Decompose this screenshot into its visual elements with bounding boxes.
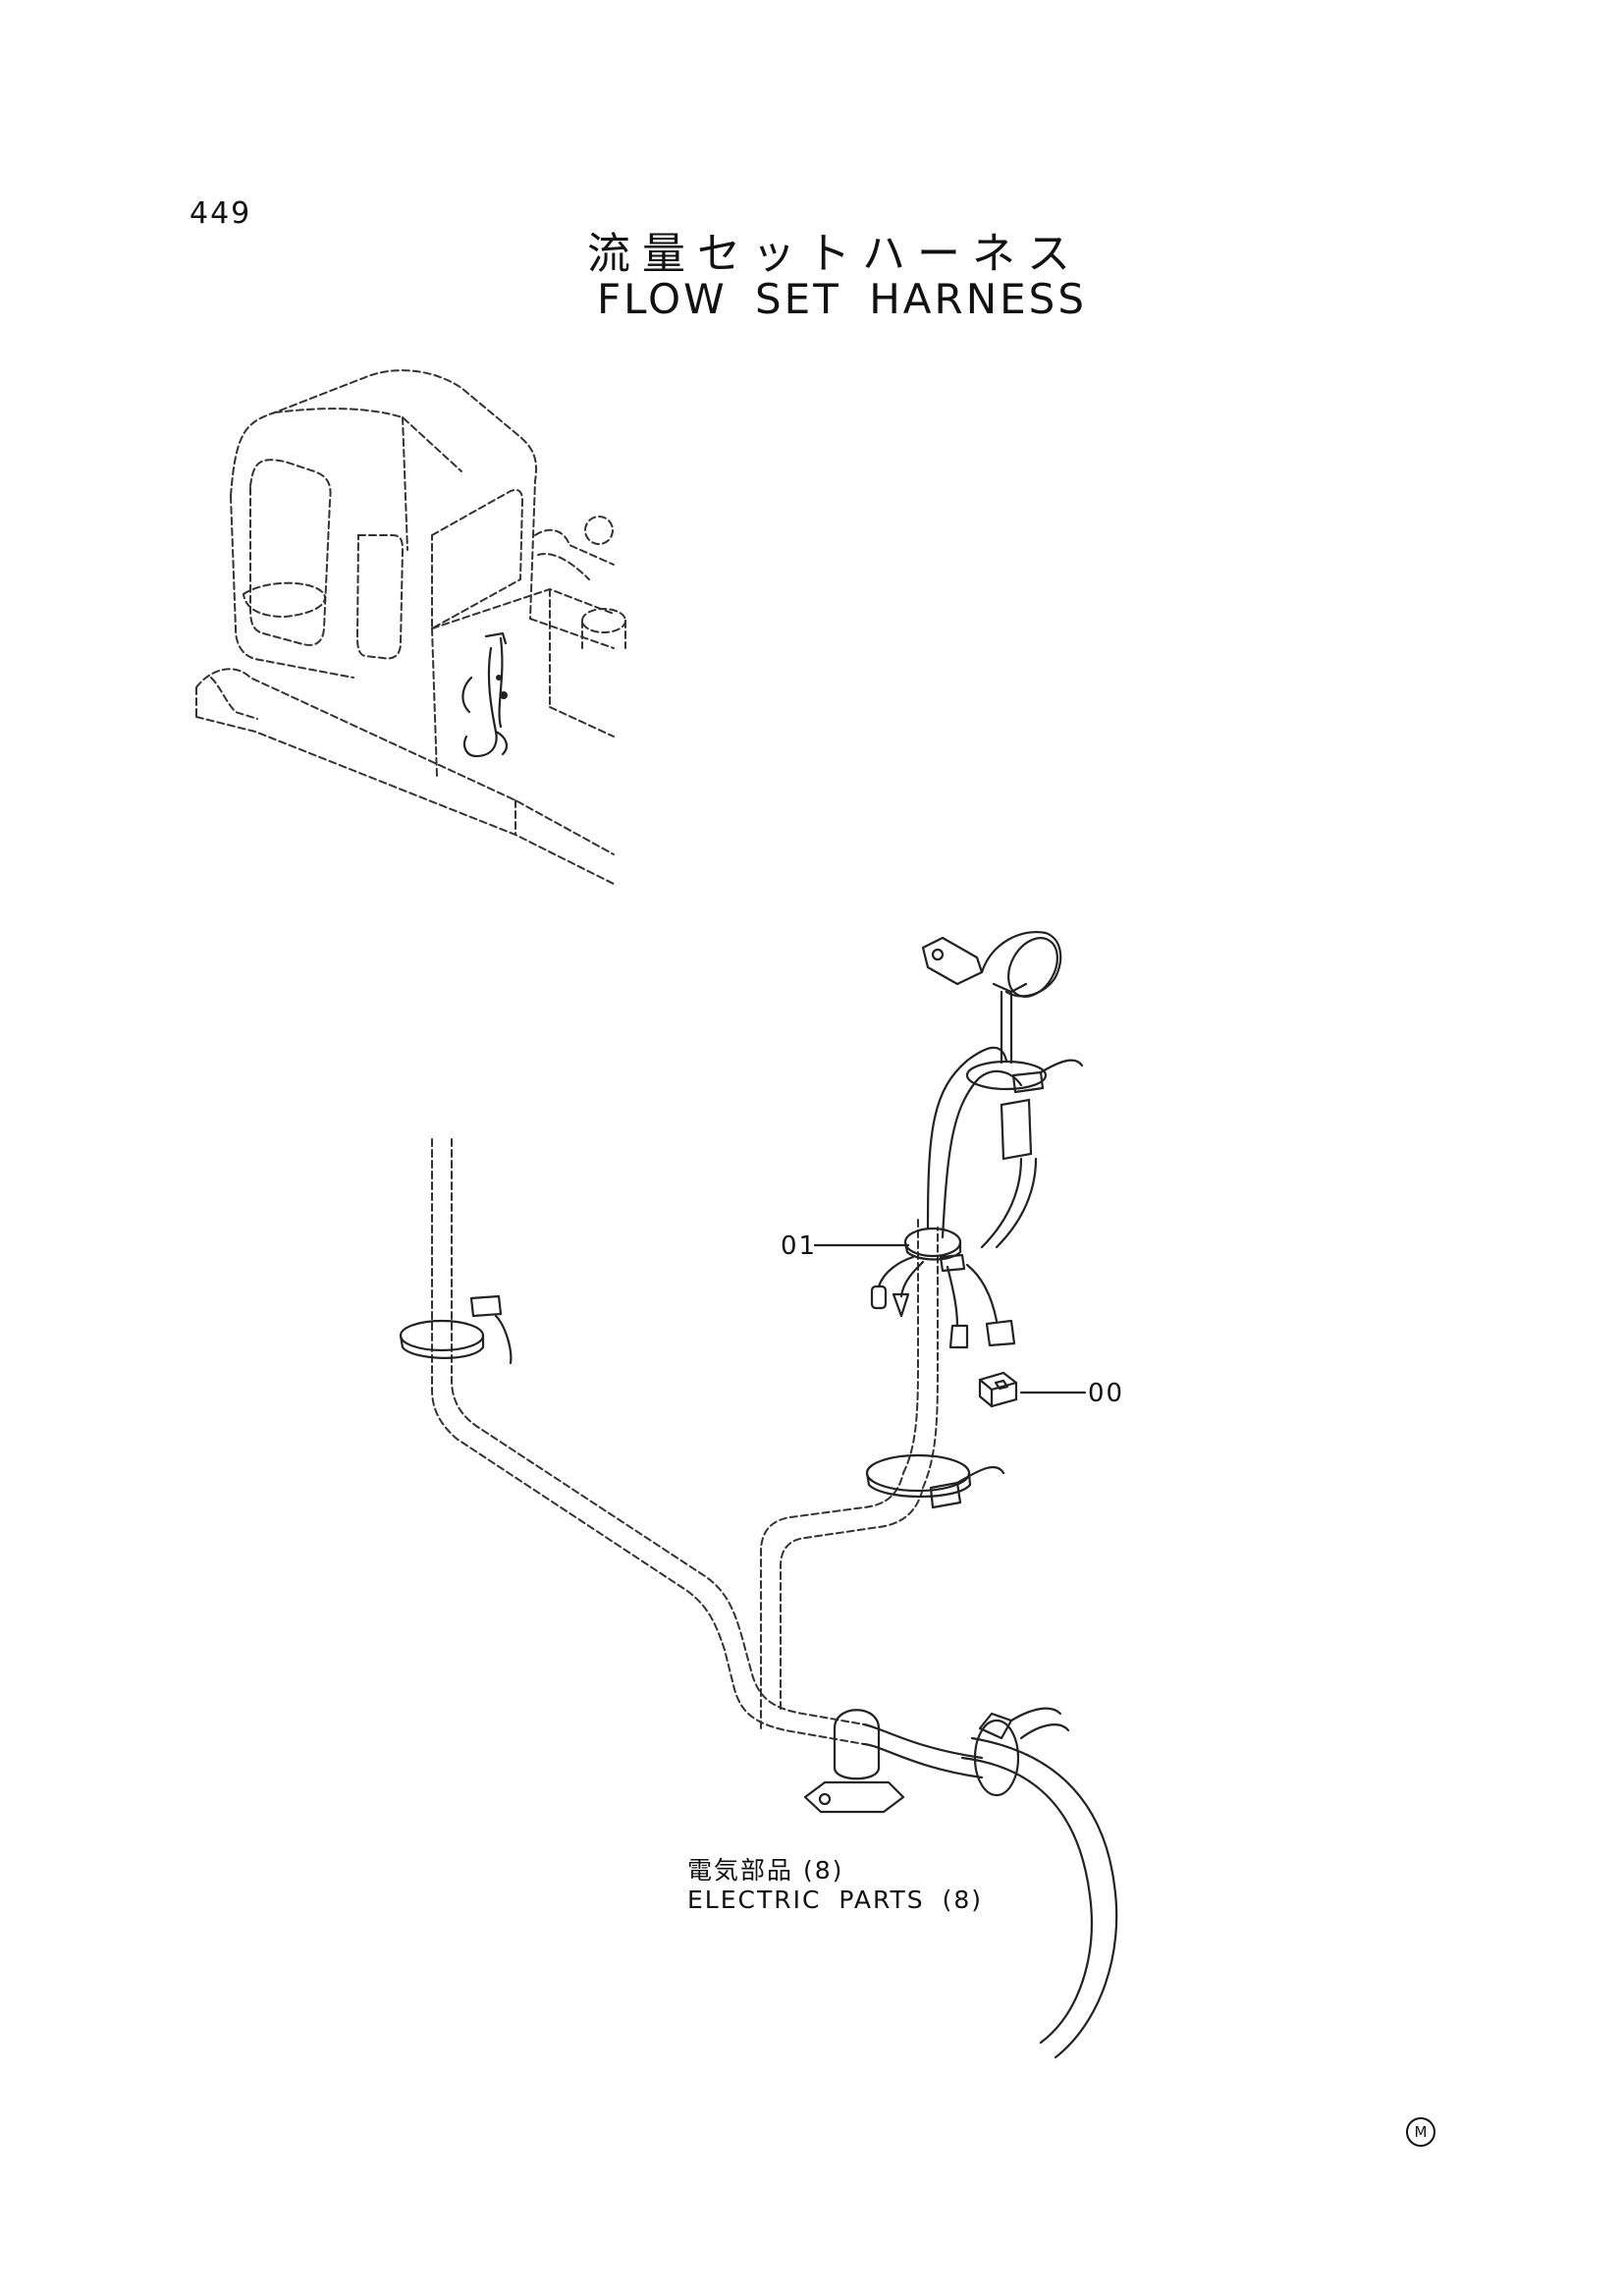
excavator-cab-icon [195, 369, 626, 885]
flow-set-harness [399, 930, 1118, 2059]
page-number: 449 [189, 196, 252, 231]
reference-english: ELECTRIC PARTS (8) [687, 1886, 984, 1914]
circled-m-icon: M [1406, 2117, 1435, 2147]
callout-00: 00 [1088, 1379, 1125, 1408]
reference-japanese: 電気部品 (8) [687, 1856, 844, 1885]
title-english: FLOW SET HARNESS [597, 275, 1087, 323]
callout-01: 01 [781, 1231, 818, 1261]
title-japanese: 流量セットハーネス [587, 229, 1082, 279]
